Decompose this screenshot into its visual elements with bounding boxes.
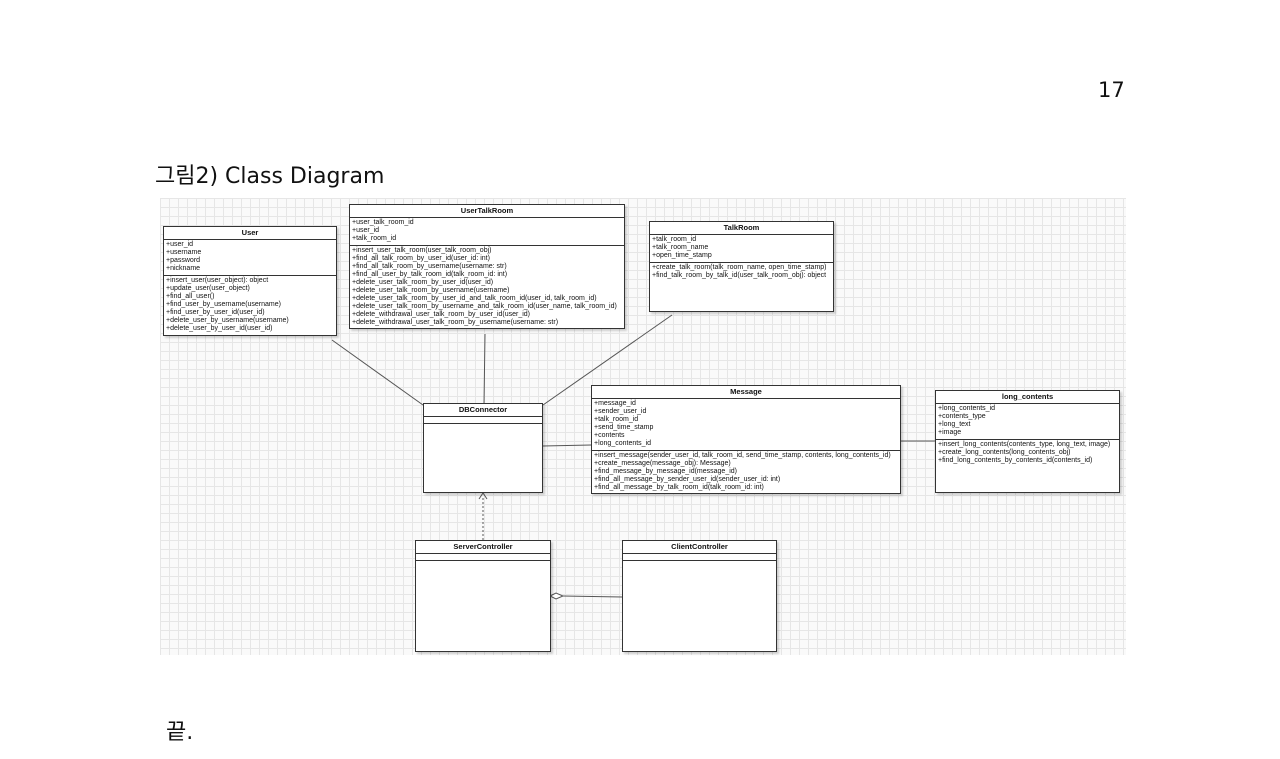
class-user-attributes: +user_id +username +password +nickname	[164, 240, 336, 276]
talk-room-op: +find_talk_room_by_talk_id(user_talk_roo…	[652, 272, 827, 279]
class-user-operations: +insert_user(user_object): object +updat…	[164, 276, 336, 335]
class-talk-room: TalkRoom +talk_room_id +talk_room_name +…	[649, 221, 834, 312]
user-talk-room-attr: +talk_room_id	[352, 235, 397, 242]
class-message-name: Message	[592, 386, 900, 399]
talk-room-op: +create_talk_room(talk_room_name, open_t…	[652, 264, 827, 271]
message-op: +find_all_message_by_sender_user_id(send…	[594, 476, 781, 483]
class-user-talk-room-name: UserTalkRoom	[350, 205, 624, 218]
user-attr: +password	[166, 257, 201, 264]
class-talk-room-operations: +create_talk_room(talk_room_name, open_t…	[650, 263, 833, 311]
class-client-controller-name: ClientController	[623, 541, 776, 554]
user-talk-room-attr: +user_talk_room_id	[352, 219, 414, 226]
class-long-contents-attributes: +long_contents_id +contents_type +long_t…	[936, 404, 1119, 440]
message-attr: +send_time_stamp	[594, 424, 654, 431]
user-talk-room-op: +delete_user_talk_room_by_user_id(user_i…	[352, 279, 494, 286]
message-attr: +sender_user_id	[594, 408, 647, 415]
long-contents-op: +find_long_contents_by_contents_id(conte…	[938, 457, 1093, 464]
class-user-talk-room: UserTalkRoom +user_talk_room_id +user_id…	[349, 204, 625, 329]
connector-lines	[331, 314, 935, 600]
class-db-connector-attributes	[424, 417, 542, 424]
class-server-controller-attributes	[416, 554, 550, 561]
class-message-operations: +insert_message(sender_user_id, talk_roo…	[592, 451, 900, 493]
long-contents-op: +create_long_contents(long_contents_obj)	[938, 449, 1071, 456]
long-contents-op: +insert_long_contents(contents_type, lon…	[938, 441, 1111, 448]
talk-room-attr: +open_time_stamp	[652, 252, 712, 259]
class-talk-room-attributes: +talk_room_id +talk_room_name +open_time…	[650, 235, 833, 263]
long-contents-attr: +long_contents_id	[938, 405, 996, 412]
user-attr: +username	[166, 249, 202, 256]
user-talk-room-attr: +user_id	[352, 227, 380, 234]
user-op: +update_user(user_object)	[166, 285, 250, 292]
class-db-connector: DBConnector	[423, 403, 543, 493]
user-talk-room-op: +delete_user_talk_room_by_username_and_t…	[352, 303, 617, 310]
user-op: +delete_user_by_user_id(user_id)	[166, 325, 273, 332]
user-talk-room-op: +delete_user_talk_room_by_username(usern…	[352, 287, 510, 294]
class-message: Message +message_id +sender_user_id +tal…	[591, 385, 901, 494]
diagram-canvas: User +user_id +username +password +nickn…	[160, 198, 1126, 655]
class-long-contents-operations: +insert_long_contents(contents_type, lon…	[936, 440, 1119, 466]
figure-title: 그림2) Class Diagram	[155, 164, 385, 189]
talk-room-attr: +talk_room_name	[652, 244, 709, 251]
dependency-arrowhead	[478, 492, 488, 500]
message-attr: +contents	[594, 432, 625, 439]
end-mark: 끝.	[166, 720, 194, 745]
class-user-talk-room-attributes: +user_talk_room_id +user_id +talk_room_i…	[350, 218, 624, 246]
talkroom-db-association	[542, 314, 673, 406]
usertalkroom-db-association	[483, 333, 486, 405]
user-attr: +user_id	[166, 241, 194, 248]
user-op: +find_all_user()	[166, 293, 215, 300]
class-long-contents: long_contents +long_contents_id +content…	[935, 390, 1120, 493]
aggregation-diamond	[548, 592, 565, 600]
user-op: +find_user_by_user_id(user_id)	[166, 309, 265, 316]
class-user-name: User	[164, 227, 336, 240]
class-client-controller-attributes	[623, 554, 776, 561]
page-number: 17	[1098, 78, 1125, 102]
long-contents-attr: +long_text	[938, 421, 971, 428]
user-op: +insert_user(user_object): object	[166, 277, 269, 284]
message-op: +create_message(message_obj): Message)	[594, 460, 731, 467]
user-attr: +nickname	[166, 265, 201, 272]
message-op: +find_all_message_by_talk_room_id(talk_r…	[594, 484, 764, 491]
class-user-talk-room-operations: +insert_user_talk_room(user_talk_room_ob…	[350, 246, 624, 328]
user-op: +delete_user_by_username(username)	[166, 317, 289, 324]
class-server-controller: ServerController	[415, 540, 551, 652]
user-talk-room-op: +insert_user_talk_room(user_talk_room_ob…	[352, 247, 492, 254]
long-contents-attr: +contents_type	[938, 413, 986, 420]
user-talk-room-op: +find_all_user_by_talk_room_id(talk_room…	[352, 271, 508, 278]
class-talk-room-name: TalkRoom	[650, 222, 833, 235]
server-client-aggregation	[562, 595, 623, 598]
class-user: User +user_id +username +password +nickn…	[163, 226, 337, 336]
class-message-attributes: +message_id +sender_user_id +talk_room_i…	[592, 399, 900, 451]
user-op: +find_user_by_username(username)	[166, 301, 281, 308]
user-talk-room-op: +find_all_talk_room_by_user_id(user_id: …	[352, 255, 490, 262]
message-attr: +long_contents_id	[594, 440, 652, 447]
message-db-association	[542, 444, 592, 447]
long-contents-attr: +image	[938, 429, 962, 436]
user-talk-room-op: +delete_withdrawal_user_talk_room_by_use…	[352, 311, 531, 318]
user-talk-room-op: +find_all_talk_room_by_username(username…	[352, 263, 507, 270]
message-attr: +message_id	[594, 400, 636, 407]
class-long-contents-name: long_contents	[936, 391, 1119, 404]
user-talk-room-op: +delete_withdrawal_user_talk_room_by_use…	[352, 319, 559, 326]
class-client-controller: ClientController	[622, 540, 777, 652]
talk-room-attr: +talk_room_id	[652, 236, 697, 243]
message-op: +find_message_by_message_id(message_id)	[594, 468, 738, 475]
class-server-controller-name: ServerController	[416, 541, 550, 554]
user-talk-room-op: +delete_user_talk_room_by_user_id_and_ta…	[352, 295, 597, 302]
user-db-association	[331, 339, 424, 406]
class-db-connector-name: DBConnector	[424, 404, 542, 417]
message-op: +insert_message(sender_user_id, talk_roo…	[594, 452, 891, 459]
message-attr: +talk_room_id	[594, 416, 639, 423]
